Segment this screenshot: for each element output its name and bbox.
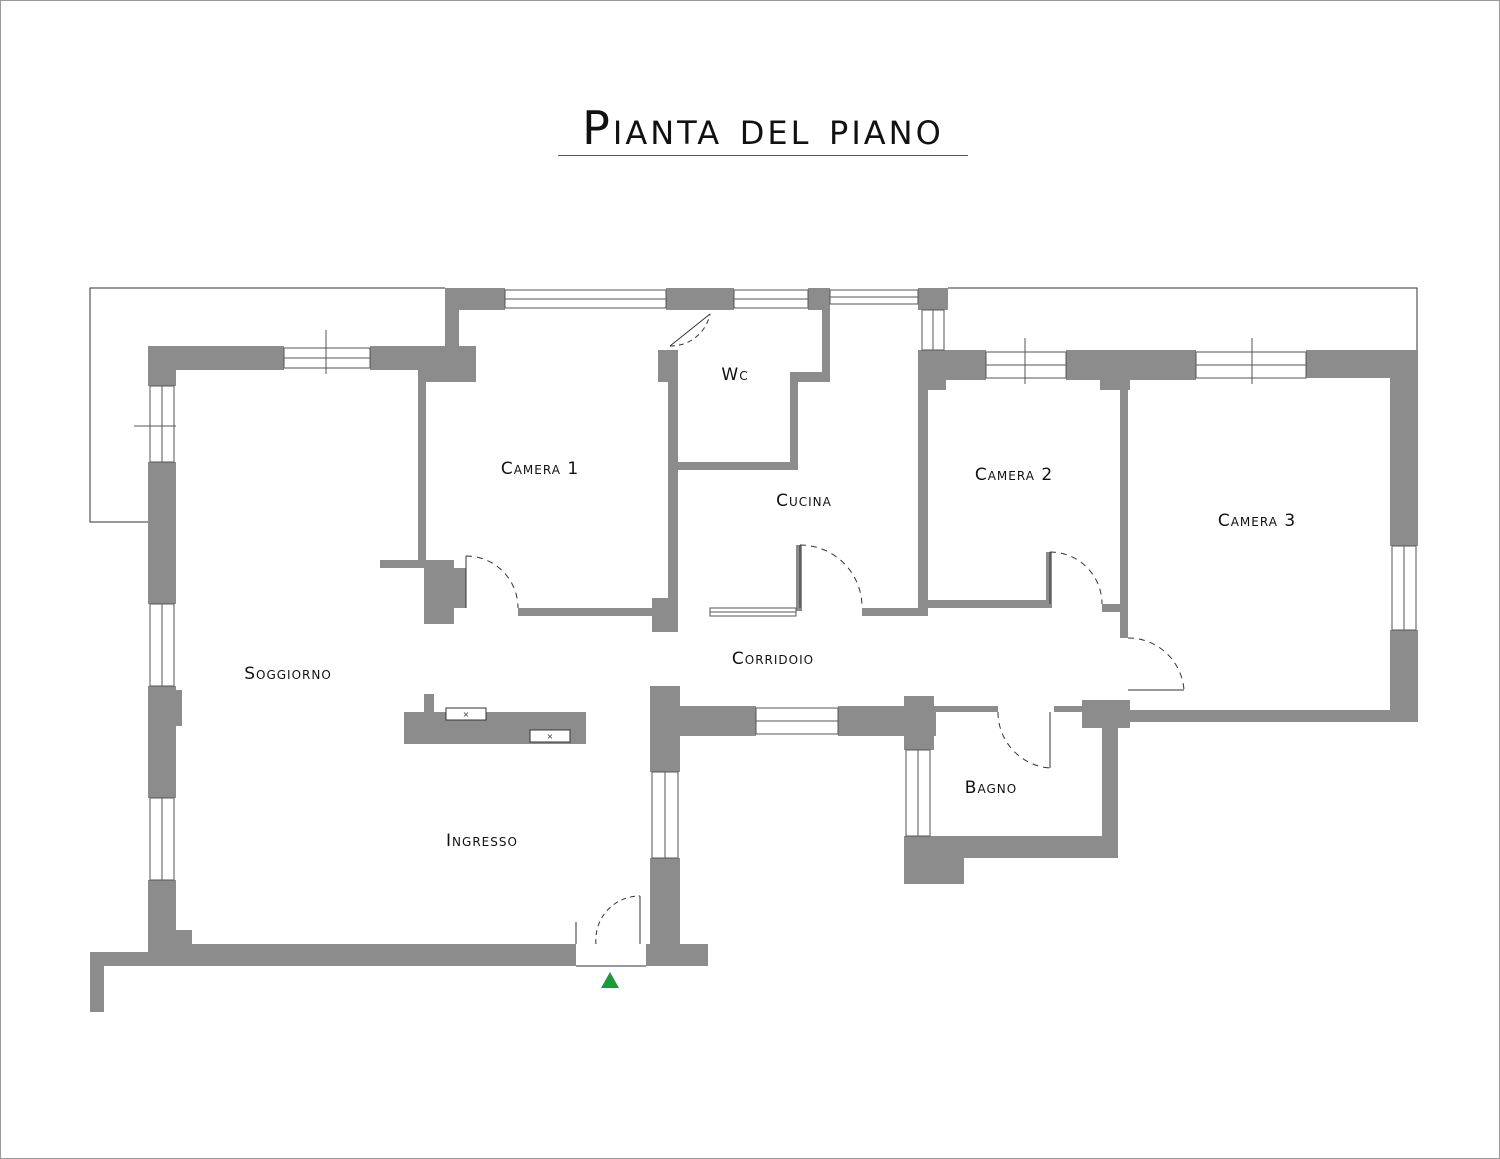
wall (90, 952, 104, 1012)
door-swing (595, 895, 641, 945)
windows (134, 289, 1417, 881)
wall (1390, 630, 1418, 722)
doors (465, 313, 1185, 967)
wall (1100, 350, 1130, 390)
wall (666, 288, 734, 310)
walls (90, 288, 1418, 1012)
door-swing (1127, 637, 1185, 691)
room-label-cucina: Cucina (776, 491, 832, 511)
wall (148, 880, 176, 952)
room-label-ingresso: Ingresso (446, 831, 518, 851)
wall (796, 545, 802, 611)
wall (454, 568, 466, 608)
wall (918, 350, 928, 608)
wall (176, 690, 182, 726)
door-swing (799, 544, 863, 609)
wall (904, 696, 934, 750)
wall (678, 462, 798, 470)
wall (918, 288, 948, 310)
door-swing (1049, 551, 1103, 605)
wall (928, 600, 1048, 608)
title-underline (558, 155, 968, 156)
wall (646, 944, 708, 966)
wall (148, 944, 576, 966)
door-swing (997, 711, 1051, 769)
wall (418, 346, 476, 382)
room-label-camera3: Camera 3 (1218, 511, 1296, 531)
wall (904, 836, 932, 884)
wall (822, 308, 830, 380)
room-labels: Wc Camera 1 Cucina Camera 2 Camera 3 Sog… (244, 365, 1296, 851)
terrace-left-outline (89, 287, 445, 523)
wall (445, 288, 459, 348)
fixture-mark: × (547, 732, 554, 741)
wall (445, 288, 505, 310)
room-label-bagno: Bagno (965, 778, 1017, 798)
wall (658, 350, 670, 382)
room-label-soggiorno: Soggiorno (244, 664, 332, 684)
wall (424, 560, 454, 624)
wall (790, 372, 830, 382)
wall (934, 706, 998, 712)
wall (668, 350, 678, 608)
door-leaf (669, 313, 711, 347)
page-title: Pianta del piano (582, 101, 944, 155)
wall (148, 686, 176, 798)
wall (1102, 604, 1128, 612)
wall (1066, 350, 1196, 380)
wall (1128, 710, 1418, 722)
sink-fixture (529, 729, 571, 743)
terrace-right-outline (948, 287, 1418, 352)
wall (932, 836, 1118, 858)
wall (862, 608, 928, 616)
room-label-wc: Wc (721, 365, 748, 385)
wall (380, 560, 426, 568)
wall (1102, 720, 1118, 858)
door-swing (465, 555, 519, 609)
wall (424, 694, 434, 714)
wall (1390, 350, 1418, 546)
wall (790, 372, 798, 468)
terrace-outlines (89, 287, 1418, 523)
wall (148, 462, 176, 604)
wall (1046, 552, 1052, 608)
wall (1054, 706, 1084, 712)
wall (1120, 390, 1128, 638)
wall (808, 288, 830, 310)
wall (90, 952, 176, 966)
hob-fixture (445, 707, 487, 721)
island-fixtures: × × (445, 707, 571, 743)
wall (418, 382, 426, 560)
fixture-mark: × (463, 710, 470, 719)
room-label-camera1: Camera 1 (501, 459, 579, 479)
wall (518, 608, 652, 616)
entrance-triangle-icon (601, 972, 619, 988)
wall (920, 350, 946, 390)
room-label-corridoio: Corridoio (732, 649, 814, 669)
wall (650, 706, 756, 736)
wall (148, 346, 284, 370)
room-label-camera2: Camera 2 (975, 465, 1053, 485)
door-swing (669, 313, 711, 347)
